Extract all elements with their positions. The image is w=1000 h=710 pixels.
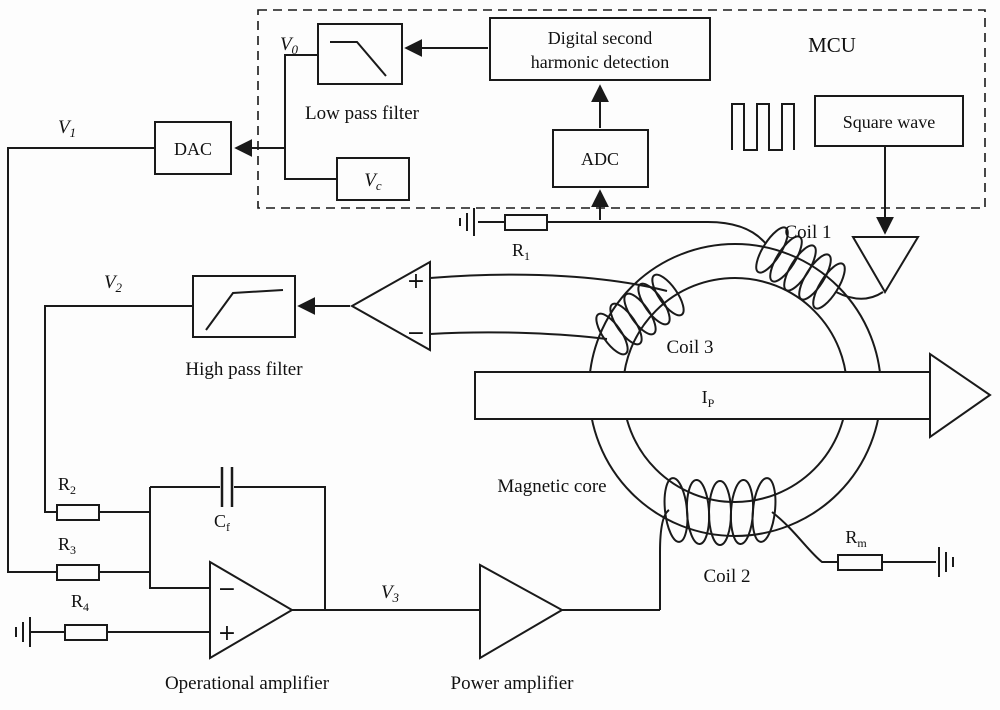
label-r4: R4 — [71, 591, 89, 614]
square-wave-icon — [731, 103, 795, 151]
coil-loop — [812, 262, 846, 310]
label-v2: V2 — [104, 272, 123, 295]
coil-1-winding — [547, 221, 884, 310]
low-pass-response-icon — [330, 41, 387, 77]
label-r3: R3 — [58, 534, 76, 557]
label-v0: V0 — [280, 34, 299, 57]
magnetic-core-caption: Magnetic core — [497, 476, 606, 497]
resistor-r4 — [64, 624, 108, 641]
low-pass-filter-caption: Low pass filter — [305, 103, 420, 124]
ground-r4 — [15, 617, 65, 647]
wire-coil2-to-rm — [771, 511, 838, 563]
mcu-label: MCU — [808, 33, 856, 57]
coil-1-lead-left — [547, 221, 767, 245]
mcu-boundary — [257, 9, 986, 209]
wire-v2-to-r2 — [44, 305, 193, 513]
label-r1: R1 — [512, 240, 530, 263]
resistor-r1 — [504, 214, 548, 231]
dac-label: DAC — [174, 139, 212, 159]
coil-loop — [755, 226, 789, 274]
comparator-symbol — [349, 260, 431, 352]
resistor-r2 — [56, 504, 100, 521]
coil-1-lead-right — [835, 291, 884, 300]
primary-current-arrow — [929, 352, 992, 439]
coil-loop — [798, 253, 832, 301]
label-ip: IP — [702, 387, 715, 410]
coil-loop — [751, 477, 777, 543]
coil-2-winding — [663, 477, 777, 546]
opamp-plus-sign: + — [218, 621, 236, 646]
label-rm: Rm — [845, 527, 867, 550]
ground-icon — [882, 547, 954, 577]
resistor-r3 — [56, 564, 100, 581]
comparator-minus-sign: − — [407, 321, 425, 346]
coil-loop — [685, 479, 711, 545]
label-v3: V3 — [381, 582, 400, 605]
digital-harmonic-box — [489, 17, 711, 81]
label-r2: R2 — [58, 474, 76, 497]
wire-v1-to-r3 — [7, 147, 155, 573]
wire-cf-feedback — [150, 486, 326, 610]
coil-loop — [651, 273, 685, 317]
digital-harmonic-label-line2: harmonic detection — [531, 52, 669, 72]
power-amp-symbol — [479, 563, 565, 660]
op-amp-symbol — [209, 560, 294, 660]
coil-1-caption: Coil 1 — [785, 222, 832, 243]
primary-conductor-bar — [474, 371, 931, 420]
coil-3-caption: Coil 3 — [667, 337, 714, 358]
low-pass-filter-box — [317, 23, 403, 85]
ground-icon — [459, 208, 505, 236]
capacitor-cf — [220, 467, 234, 507]
ground-icon — [15, 617, 65, 647]
wire-comparator-minus-input — [429, 331, 608, 340]
comparator-plus-sign: + — [407, 269, 425, 294]
label-v1: V1 — [58, 117, 76, 140]
wire-v0-junction — [284, 54, 337, 180]
op-amp-caption: Operational amplifier — [165, 673, 330, 694]
high-pass-response-icon — [205, 289, 284, 331]
opamp-minus-sign: − — [218, 577, 236, 602]
high-pass-filter-caption: High pass filter — [185, 359, 303, 380]
resistor-rm — [837, 554, 883, 571]
wire-summing-node — [99, 487, 210, 589]
square-wave-box — [814, 95, 964, 147]
wire-poweramp-to-coil2 — [562, 509, 670, 611]
square-wave-label: Square wave — [843, 112, 935, 132]
digital-harmonic-label-line1: Digital second — [548, 28, 652, 48]
label-cf: Cf — [214, 511, 230, 534]
label-vc: Vc — [364, 170, 382, 193]
adc-label: ADC — [581, 149, 619, 169]
adc-box — [552, 129, 649, 188]
ground-r1 — [459, 208, 505, 236]
power-amp-caption: Power amplifier — [451, 673, 575, 694]
excitation-amp-symbol — [851, 236, 920, 294]
coil-loop — [769, 235, 803, 283]
wire-comparator-plus-input — [429, 273, 668, 292]
ground-rm — [882, 547, 954, 577]
coil-2-caption: Coil 2 — [704, 566, 751, 587]
